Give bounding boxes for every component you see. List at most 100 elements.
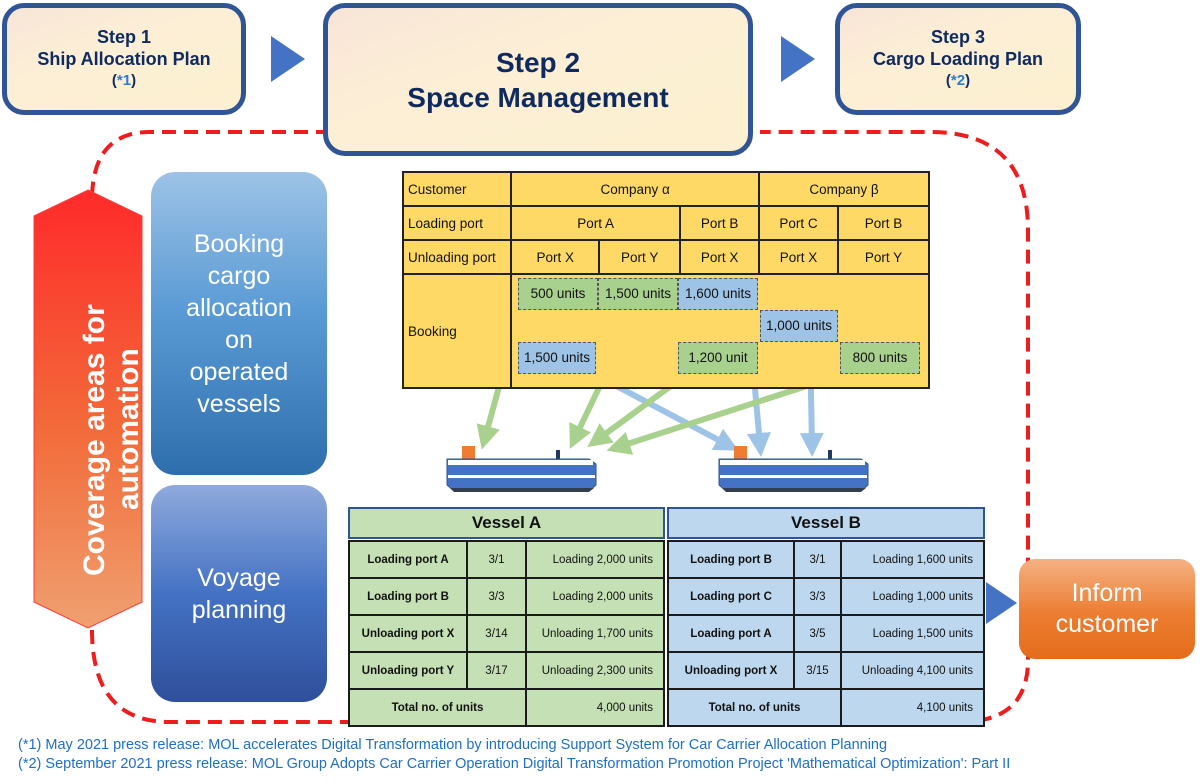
loading-port-cell: Port C [758,205,839,241]
booking-chip: 1,500 units [518,342,596,374]
action: Unloading 1,700 units [525,614,665,653]
row-label-unloading: Unloading port [401,239,513,275]
vessel-b-header: Vessel B [667,507,985,539]
step-1-number: Step 1 [96,27,152,47]
booking-box-line: operated [189,357,289,386]
step-3-box: Step 3 Cargo Loading Plan (*2) [835,3,1081,115]
unloading-port-cell: Port X [510,239,601,275]
unloading-port-cell: Port X [679,239,761,275]
step-1-title: Ship Allocation Plan [37,49,211,69]
action: Unloading 2,300 units [525,651,665,690]
action: Unloading 4,100 units [840,651,985,690]
step-3-title: Cargo Loading Plan [872,49,1043,69]
action: Loading 1,000 units [840,577,985,616]
total-label: Total no. of units [667,688,842,727]
ship-a-icon [446,446,597,492]
booking-box-line: vessels [197,389,281,418]
total-label: Total no. of units [348,688,527,727]
port: Loading port B [348,577,468,616]
unloading-port-cell: Port Y [598,239,682,275]
step-3-ref[interactable]: (*2) [945,72,971,89]
date: 3/3 [466,577,527,616]
step-2-box: Step 2 Space Management [323,3,753,156]
date: 3/17 [466,651,527,690]
step-1-ref[interactable]: (*1) [111,72,137,89]
unloading-port-cell: Port Y [836,239,931,275]
port: Unloading port Y [348,651,468,690]
coverage-label-line1: Coverage areas for [78,304,111,576]
booking-box-line: allocation [186,293,292,322]
loading-port-cell: Port A [510,205,682,241]
loading-port-cell: Port B [836,205,931,241]
inform-box-line: customer [1055,610,1159,638]
date: 3/15 [793,651,842,690]
row-label-booking: Booking [401,273,513,389]
footnote-1[interactable]: (*1) May 2021 press release: MOL acceler… [18,737,888,753]
coverage-label-line2: automation [112,348,144,510]
voyage-planning-box: Voyage planning [151,485,327,702]
port: Loading port A [667,614,795,653]
arrow-step1-to-step2-icon [271,36,305,82]
customer-company-alpha: Company α [510,171,761,207]
booking-box-line: Booking [193,229,285,258]
coverage-banner: Coverage areas for automation [33,189,144,629]
port: Unloading port X [667,651,795,690]
ship-b-icon [718,446,869,492]
action: Loading 1,600 units [840,540,985,579]
total-value: 4,000 units [525,688,665,727]
step-2-number: Step 2 [495,46,581,78]
port: Loading port C [667,577,795,616]
inform-box-line: Inform [1071,579,1143,607]
booking-chip: 1,600 units [678,278,758,310]
customer-company-beta: Company β [758,171,930,207]
date: 3/14 [466,614,527,653]
vessel-a-header: Vessel A [348,507,665,539]
voyage-box-line: planning [191,595,287,624]
total-value: 4,100 units [840,688,985,727]
date: 3/5 [793,614,842,653]
loading-port-row: Loading port Port A Port B Port C Port B [401,205,931,241]
step-3-number: Step 3 [930,27,986,47]
booking-chip: 1,200 unit [678,342,758,374]
booking-chip: 500 units [518,278,598,310]
booking-allocation-box: Booking cargo allocation on operated ves… [151,172,327,475]
footnote-2[interactable]: (*2) September 2021 press release: MOL G… [18,756,1011,772]
port: Loading port B [667,540,795,579]
unloading-port-cell: Port X [758,239,839,275]
date: 3/1 [466,540,527,579]
booking-chip: 1,500 units [598,278,678,310]
port: Unloading port X [348,614,468,653]
unloading-port-row: Unloading port Port X Port Y Port X Port… [401,239,931,275]
date: 3/3 [793,577,842,616]
loading-port-cell: Port B [679,205,761,241]
action: Loading 2,000 units [525,577,665,616]
booking-chip: 800 units [840,342,920,374]
step-2-title: Space Management [407,81,669,113]
voyage-box-line: Voyage [197,563,281,592]
action: Loading 1,500 units [840,614,985,653]
arrow-step2-to-step3-icon [781,36,815,82]
booking-chip: 1,000 units [760,310,838,342]
booking-box-line: cargo [207,261,271,290]
port: Loading port A [348,540,468,579]
step-1-box: Step 1 Ship Allocation Plan (*1) [2,3,246,115]
customer-row: Customer Company α Company β [401,171,930,207]
arrow-to-inform-icon [986,582,1017,624]
row-label-customer: Customer [401,171,513,207]
action: Loading 2,000 units [525,540,665,579]
row-label-loading: Loading port [401,205,513,241]
date: 3/1 [793,540,842,579]
booking-box-line: on [225,325,253,354]
